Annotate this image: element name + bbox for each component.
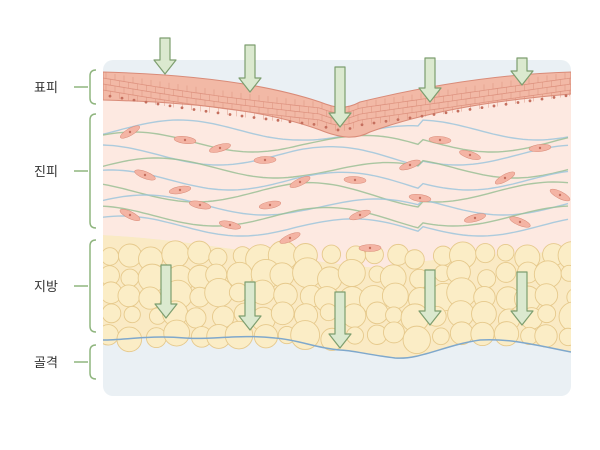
pressure-arrow-fat-5 [510, 271, 534, 326]
bone-boundary-line [103, 335, 571, 359]
pressure-arrow-fat-3 [328, 291, 352, 349]
pressure-arrow-fat-4 [418, 269, 442, 326]
pressure-arrow-top-1 [153, 37, 177, 75]
pressure-arrow-top-5 [510, 57, 534, 86]
pressure-arrow-top-3 [328, 66, 352, 128]
label-epidermis: 표피 [34, 81, 58, 96]
layer-labels: 표피 진피 지방 골격 [34, 69, 97, 380]
pressure-arrow-fat-1 [154, 264, 178, 319]
fibroblast-cells [119, 125, 571, 252]
pressure-arrow-top-2 [238, 44, 262, 93]
bracket-epidermis [89, 69, 97, 105]
epidermis-layer [103, 71, 571, 138]
pressure-arrows [153, 37, 534, 349]
label-fat: 지방 [34, 280, 58, 295]
label-dermis: 진피 [34, 165, 58, 180]
pressure-arrow-fat-2 [238, 281, 262, 331]
label-bone: 골격 [34, 356, 58, 371]
bracket-bone [89, 344, 97, 380]
bracket-dermis [89, 113, 97, 229]
pressure-arrow-top-4 [418, 57, 442, 103]
bracket-fat [89, 239, 97, 333]
